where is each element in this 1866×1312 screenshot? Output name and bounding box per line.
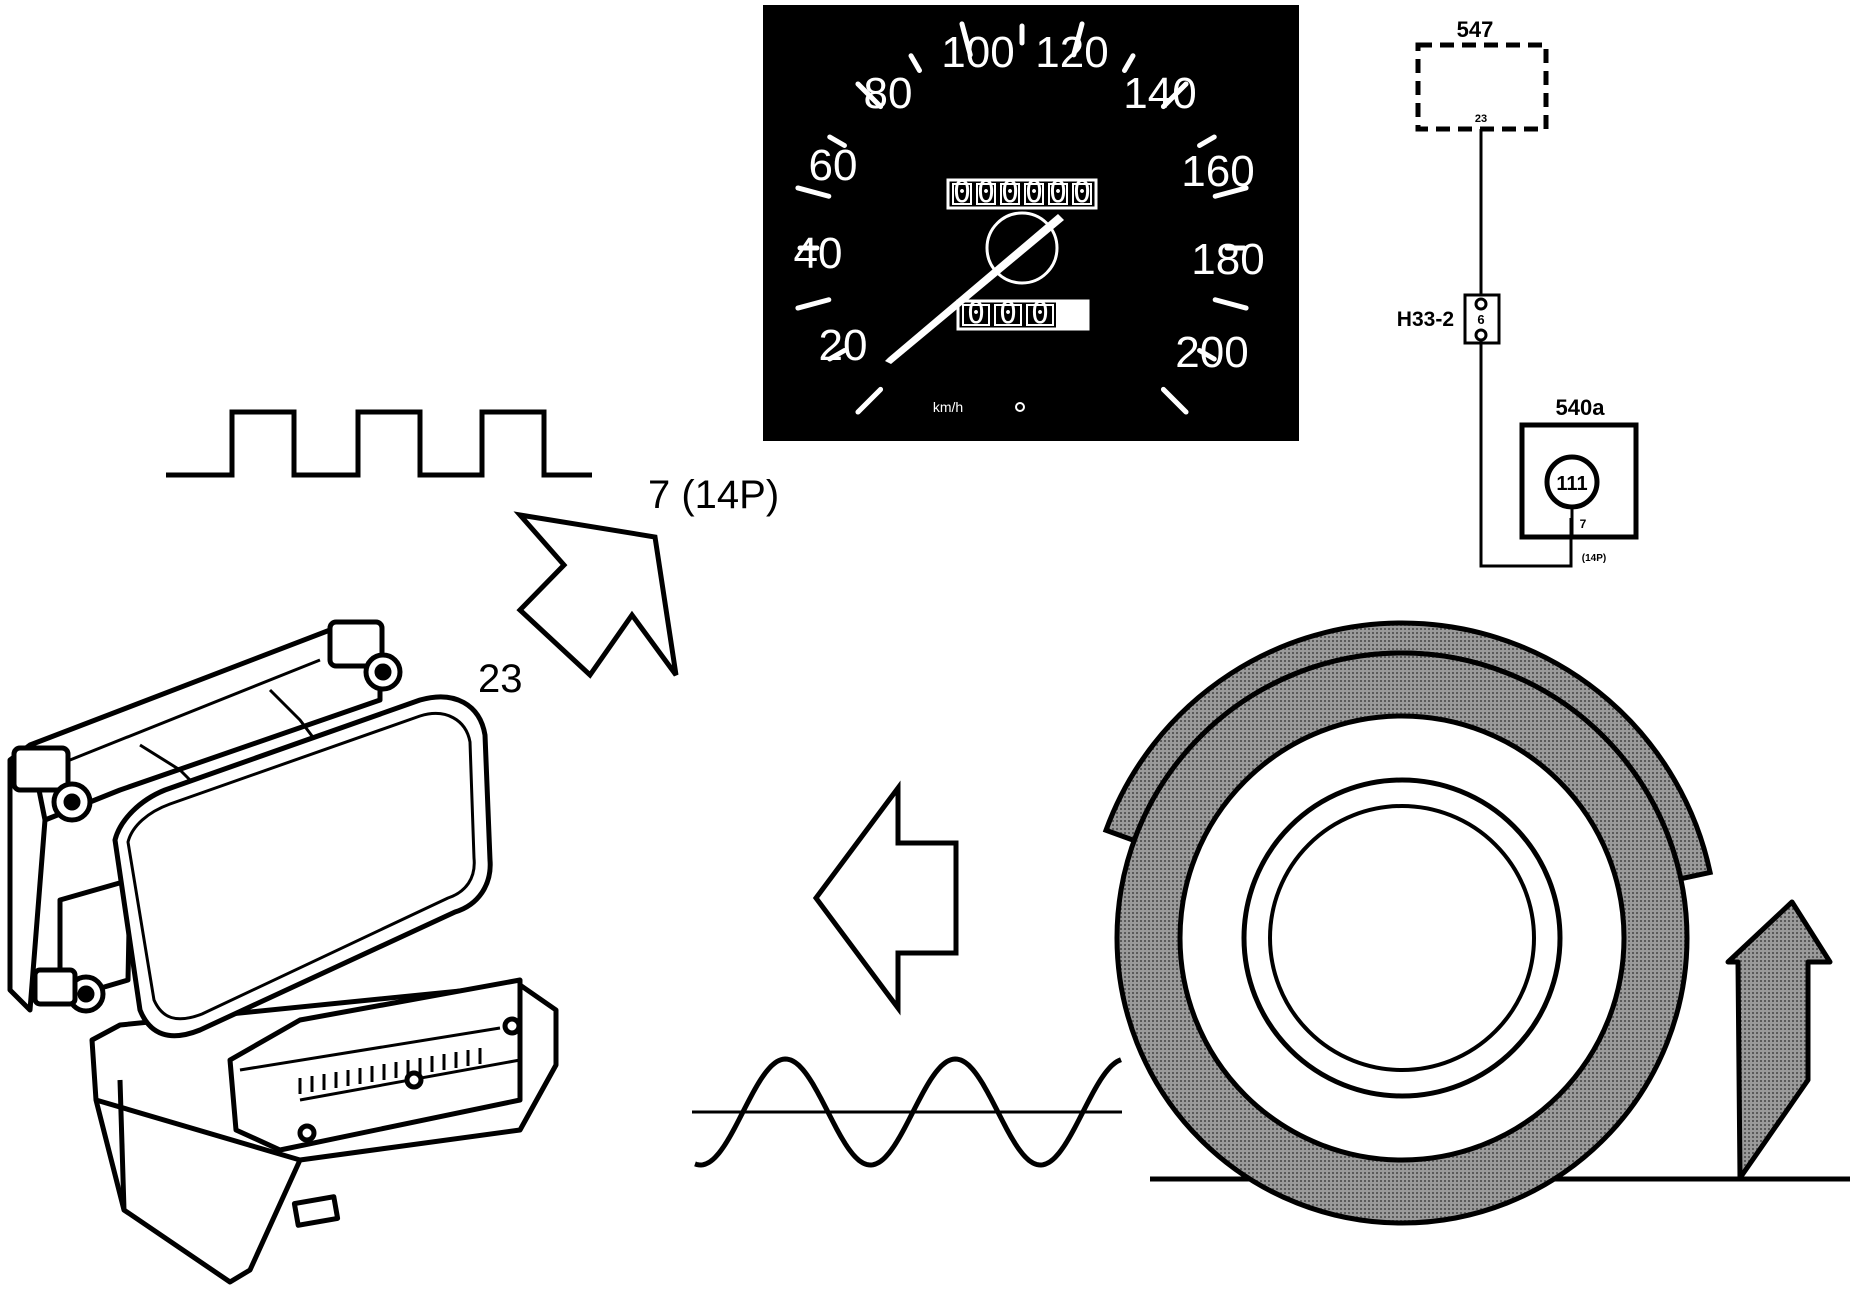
scale-label-100: 100 (941, 28, 1014, 77)
odometer-digit: 0 (1025, 175, 1043, 210)
connector-label: H33-2 (1397, 308, 1454, 331)
scale-label-160: 160 (1181, 147, 1254, 196)
dial-tick (1160, 81, 1189, 110)
wheel-rim (1268, 804, 1536, 1072)
square-wave-signal (166, 409, 592, 478)
component-540a-box (1519, 422, 1639, 540)
pulse-pin-label: 7 (14P) (648, 473, 779, 517)
sensor-symbol-text: 111 (1556, 473, 1587, 495)
odometer-cell (952, 183, 972, 205)
speed-unit: km/h (933, 399, 963, 415)
dial-tick (1197, 134, 1217, 148)
trip-digit: 0 (999, 296, 1017, 331)
scale-label-200: 200 (1175, 328, 1248, 377)
speedometer-needle (885, 214, 1064, 364)
speedometer-ticks (795, 21, 1249, 415)
scale-label-20: 20 (819, 321, 868, 370)
trip-digit: 0 (967, 296, 985, 331)
dial-tick (795, 185, 832, 199)
scale-label-80: 80 (864, 69, 913, 118)
odometer-cell (1072, 183, 1092, 205)
connector-pin: 6 (1477, 312, 1484, 327)
trip-digit: 0 (1031, 296, 1049, 331)
component-547-pin: 23 (1475, 113, 1487, 125)
warning-lamp (1015, 402, 1025, 412)
signal-arrow-up (513, 511, 679, 679)
dial-tick (1212, 297, 1249, 311)
dial-tick (1197, 348, 1217, 362)
odometer-digit: 0 (953, 175, 971, 210)
dial-tick (855, 81, 884, 110)
wiring-diagram: 547 23 6 H33-2 540a 111 7 (14P) (1397, 17, 1639, 568)
scale-label-120: 120 (1035, 28, 1108, 77)
needle-hub (985, 211, 1059, 285)
control-unit-pin-label: 23 (478, 657, 523, 701)
odometer-digit: 0 (977, 175, 995, 210)
odometer-digit: 0 (1049, 175, 1067, 210)
scale-label-180: 180 (1191, 235, 1264, 284)
dial-tick (908, 53, 922, 73)
dial-tick (1160, 386, 1189, 415)
rotation-arrow-head (1725, 899, 1833, 1181)
dial-tick (795, 297, 832, 311)
dial-tick (1122, 53, 1136, 73)
scale-label-40: 40 (794, 229, 843, 278)
signal-arrow-left (812, 780, 959, 1016)
odometer-digit: 0 (1001, 175, 1019, 210)
component-540a-label: 540a (1556, 395, 1606, 420)
dial-tick (827, 134, 847, 148)
dial-tick (959, 21, 973, 58)
trip-cell (1026, 304, 1054, 326)
component-547-label: 547 (1457, 17, 1494, 42)
odometer-cell (976, 183, 996, 205)
wheel (1102, 620, 1850, 1226)
dial-tick (1212, 185, 1249, 199)
odometer-cell (1000, 183, 1020, 205)
dial-tick (1071, 21, 1085, 58)
abs-control-unit (7, 619, 559, 1285)
trip-cell (962, 304, 990, 326)
odometer-cell (1048, 183, 1068, 205)
odometer-cell (1024, 183, 1044, 205)
dial-tick (855, 386, 884, 415)
dial-tick (827, 348, 847, 362)
scale-label-140: 140 (1123, 69, 1196, 118)
scale-label-60: 60 (809, 141, 858, 190)
component-540a-pin: 7 (1580, 517, 1587, 531)
sine-wave-signal (692, 1056, 1122, 1168)
trip-cell (994, 304, 1022, 326)
component-540a-pin-note: (14P) (1582, 553, 1606, 564)
odometer-digit: 0 (1073, 175, 1091, 210)
